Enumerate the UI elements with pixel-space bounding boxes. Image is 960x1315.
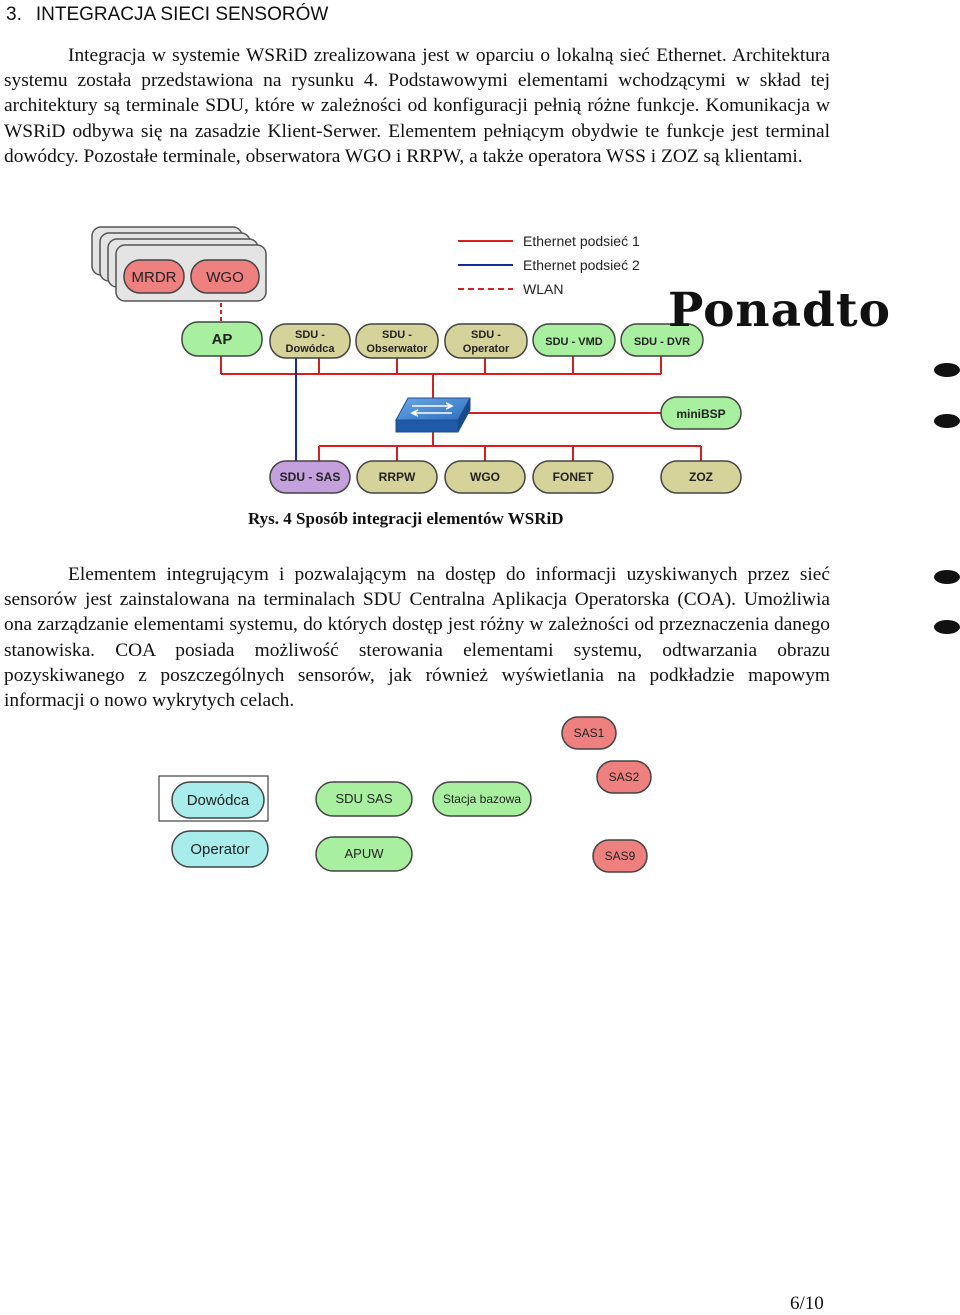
dowodca-label: Dowódca [187, 792, 250, 809]
sdu-dowodca-label-line1: SDU - [295, 329, 325, 341]
minibsp-label: miniBSP [676, 407, 725, 421]
section-title: INTEGRACJA SIECI SENSORÓW [35, 4, 329, 25]
rrpw-label: RRPW [379, 470, 416, 484]
zoz-node [660, 460, 742, 494]
margin-blob-2 [934, 414, 960, 428]
sdu-obserwator-label-line2: Obserwator [366, 343, 428, 355]
top-row-nodes: AP SDU - Dowódca SDU - Obserwator SDU - … [181, 321, 704, 359]
sdu-obserwator-label-line1: SDU - [382, 329, 412, 341]
intro-paragraph-text: Integracja w systemie WSRiD zrealizowana… [4, 45, 830, 167]
sdu-dowodca-label-line2: Dowódca [286, 343, 336, 355]
sas2-label: SAS2 [609, 770, 640, 784]
operator-node [171, 830, 269, 868]
page-number: 6/10 [790, 1293, 824, 1314]
wgo-node [444, 460, 526, 494]
mrdr-label: MRDR [132, 269, 177, 286]
legend-wlan-label: WLAN [523, 281, 563, 297]
legend-ethernet2-label: Ethernet podsieć 2 [523, 257, 640, 273]
wgo-label: WGO [470, 470, 500, 484]
ap-node [181, 321, 263, 357]
section-heading: 3. INTEGRACJA SIECI SENSORÓW [6, 4, 342, 26]
legend: Ethernet podsieć 1 Ethernet podsieć 2 WL… [458, 233, 640, 297]
ap-label: AP [212, 331, 233, 348]
sdu-obserwator-node [355, 323, 439, 359]
margin-blob-1 [934, 363, 960, 377]
sas2-node [596, 760, 652, 794]
minibsp-node [660, 396, 742, 430]
section-number: 3. [6, 4, 22, 25]
sas1-label: SAS1 [574, 726, 605, 740]
lower-nodes: Dowódca Operator SDU SAS APUW Stacja baz… [158, 716, 652, 873]
sas1-node [561, 716, 617, 750]
dowodca-node [171, 781, 265, 819]
sdu-sas-label: SDU - SAS [280, 470, 341, 484]
network-switch-icon [395, 397, 471, 433]
sas9-node [592, 839, 648, 873]
margin-blob-3 [934, 570, 960, 584]
mrdr-node [123, 259, 185, 294]
intro-paragraph: Integracja w systemie WSRiD zrealizowana… [4, 43, 830, 169]
fonet-node [532, 460, 614, 494]
stacja-bazowa-label: Stacja bazowa [443, 792, 521, 806]
wgo-stack-label: WGO [206, 269, 244, 286]
sdu-vmd-node [532, 323, 616, 357]
figure-caption: Rys. 4 Sposób integracji elementów WSRiD [248, 509, 564, 528]
operator-label: Operator [190, 841, 249, 858]
legend-ethernet1-label: Ethernet podsieć 1 [523, 233, 640, 249]
coa-paragraph: Elementem integrującym i pozwalającym na… [4, 562, 830, 713]
coa-paragraph-text: Elementem integrującym i pozwalającym na… [4, 564, 830, 712]
sdu-sas-lower-node [315, 781, 413, 817]
margin-blob-4 [934, 620, 960, 634]
sdu-operator-node [444, 323, 528, 359]
sdu-sas-node [269, 460, 351, 494]
sdu-operator-label-line2: Operator [463, 343, 510, 355]
wgo-stack-node [190, 259, 260, 294]
rrpw-node [356, 460, 438, 494]
sdu-dvr-node [620, 323, 704, 357]
sdu-dvr-label: SDU - DVR [634, 336, 690, 348]
fonet-label: FONET [553, 470, 594, 484]
bottom-row-nodes: SDU - SAS RRPW WGO FONET ZOZ [269, 460, 742, 494]
apuw-label: APUW [345, 846, 385, 861]
network-wiring [220, 356, 702, 461]
sdu-dowodca-node [269, 323, 351, 359]
zoz-label: ZOZ [689, 470, 713, 484]
overlay-word: Ponadto [668, 283, 891, 338]
sdu-operator-label-line1: SDU - [471, 329, 501, 341]
device-stack: MRDR WGO [91, 226, 267, 302]
sdu-sas-lower-label: SDU SAS [335, 791, 392, 806]
sdu-vmd-label: SDU - VMD [545, 336, 603, 348]
stacja-bazowa-node [432, 781, 532, 817]
sas9-label: SAS9 [605, 849, 636, 863]
apuw-node [315, 836, 413, 872]
